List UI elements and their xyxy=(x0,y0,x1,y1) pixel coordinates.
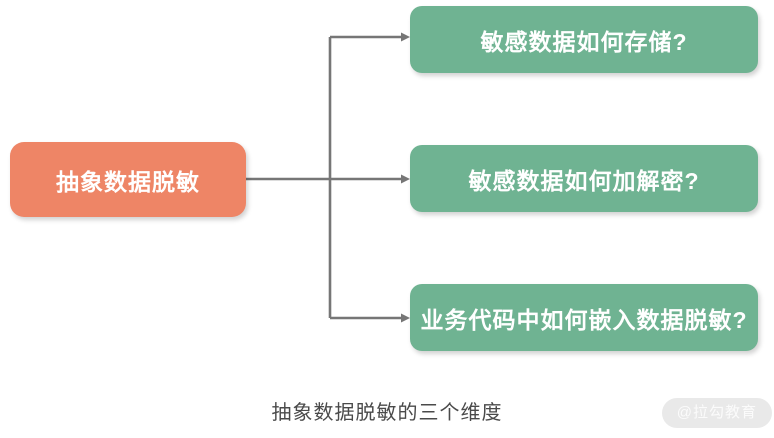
branch-node-storage: 敏感数据如何存储? xyxy=(410,6,758,73)
watermark-badge: @拉勾教育 xyxy=(661,398,772,428)
branch-node-label: 敏感数据如何存储? xyxy=(480,28,688,55)
root-node: 抽象数据脱敏 xyxy=(10,142,246,217)
branch-node-encryption: 敏感数据如何加解密? xyxy=(410,145,758,212)
arrowhead-middle xyxy=(401,174,410,184)
diagram-caption: 抽象数据脱敏的三个维度 xyxy=(271,402,503,424)
root-node-label: 抽象数据脱敏 xyxy=(56,168,200,195)
branch-node-label: 业务代码中如何嵌入数据脱敏? xyxy=(420,306,748,333)
branch-node-embedding: 业务代码中如何嵌入数据脱敏? xyxy=(410,284,758,351)
arrowhead-top xyxy=(401,32,410,42)
arrowhead-bottom xyxy=(401,313,410,323)
connector-group xyxy=(246,35,402,320)
branch-node-label: 敏感数据如何加解密? xyxy=(468,167,700,194)
